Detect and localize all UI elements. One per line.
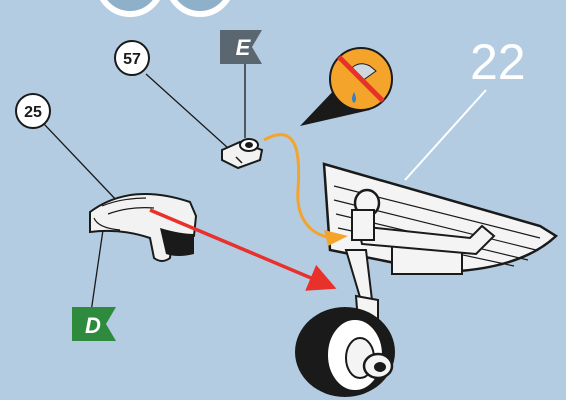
flag-e-letter: E bbox=[236, 35, 252, 60]
wheel bbox=[295, 307, 395, 397]
step-number: 22 bbox=[470, 34, 526, 90]
part-number-25: 25 bbox=[24, 104, 42, 121]
part-number-57: 57 bbox=[123, 51, 141, 68]
flag-d-letter: D bbox=[85, 313, 101, 338]
